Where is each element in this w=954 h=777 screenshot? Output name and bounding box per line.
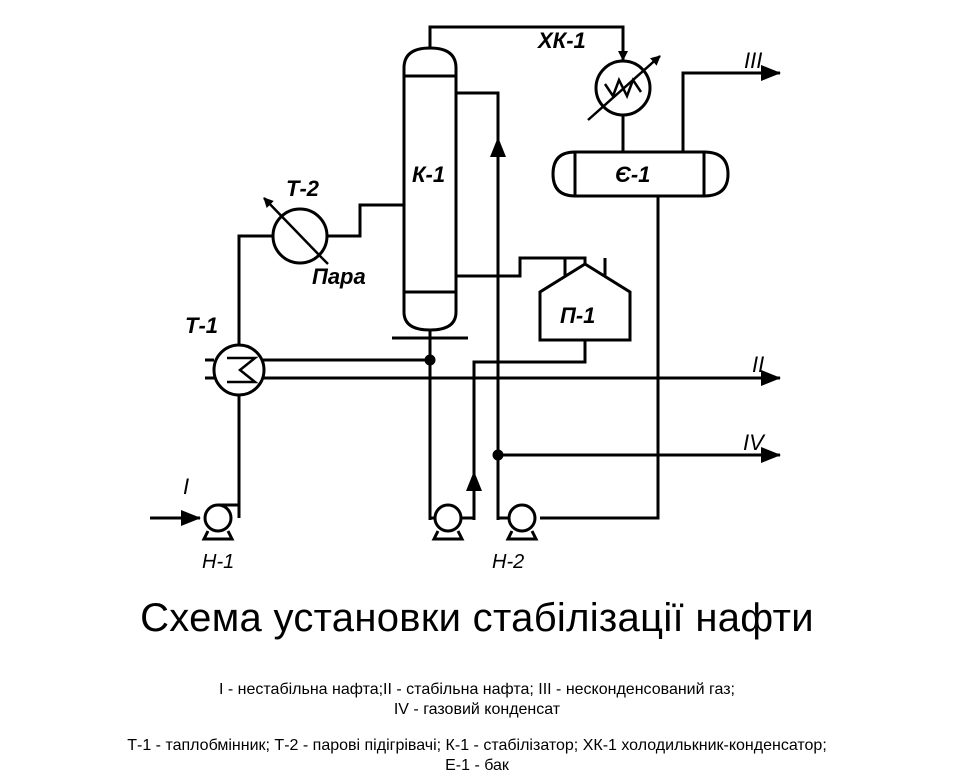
pump-column-bottom (430, 503, 474, 541)
process-flow-diagram: К-1 ХК-1 Є-1 П-1 Т-1 Т-2 Пара Н-1 Н-2 I … (150, 25, 781, 573)
pump-h2 (498, 503, 539, 541)
label-pump-h1: Н-1 (202, 551, 234, 573)
furnace-p1 (456, 256, 632, 520)
label-steam: Пара (312, 264, 366, 289)
pump-h1 (201, 503, 239, 541)
reflux-line (456, 91, 506, 520)
label-stream-iv: IV (743, 430, 766, 455)
cooler-condenser-xk1 (587, 55, 661, 152)
label-furnace-p1: П-1 (560, 303, 595, 328)
label-pump-h2: Н-2 (492, 551, 524, 573)
equipment-legend-line-2: Е-1 - бак (445, 757, 509, 774)
label-stream-i: I (183, 474, 189, 499)
condensate-line (540, 196, 660, 520)
label-column-k1: К-1 (412, 162, 445, 187)
overhead-vapor-line (428, 25, 628, 61)
condensate-line-iv (492, 447, 781, 463)
equipment-legend-line-1: Т-1 - таплобмінник; Т-2 - парові підігрі… (127, 737, 827, 754)
label-heat-exchanger-t1: Т-1 (185, 313, 218, 338)
stream-legend: I - нестабільна нафта;II - стабільна наф… (0, 680, 954, 720)
diagram-title: Схема установки стабілізації нафти (140, 596, 814, 640)
label-stream-iii: III (744, 48, 762, 73)
column-bottom-line (424, 338, 436, 520)
gas-outlet-line-iii (681, 65, 781, 152)
steam-heater-t2 (263, 197, 329, 265)
label-stream-ii: II (752, 352, 764, 377)
label-steam-heater-t2: Т-2 (286, 176, 320, 201)
stable-oil-line-ii (205, 358, 781, 386)
feed-line-i (150, 203, 404, 526)
heat-exchanger-t1 (212, 343, 266, 397)
label-cooler-xk1: ХК-1 (536, 28, 586, 53)
stream-legend-line-2: IV - газовий конденсат (393, 701, 561, 718)
stream-legend-line-1: I - нестабільна нафта;II - стабільна наф… (219, 681, 735, 698)
vessel-e1 (551, 150, 730, 198)
label-vessel-e1: Є-1 (615, 162, 650, 187)
equipment-legend: Т-1 - таплобмінник; Т-2 - парові підігрі… (0, 736, 954, 776)
